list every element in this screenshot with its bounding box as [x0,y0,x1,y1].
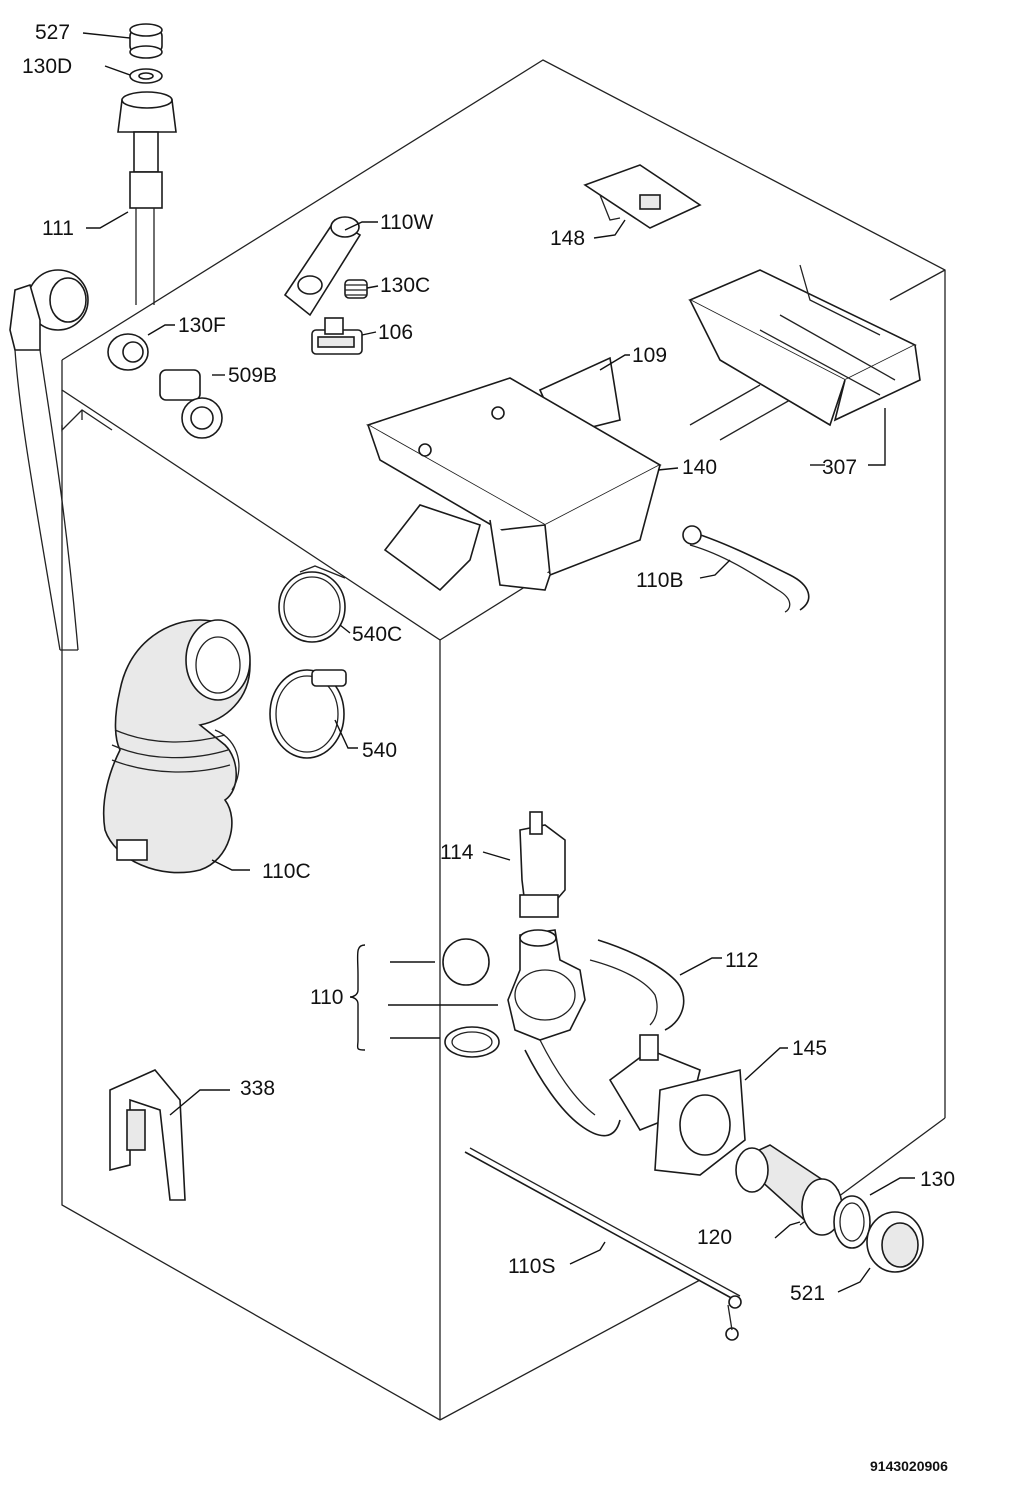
label-109: 109 [632,344,668,367]
label-140: 140 [682,456,718,479]
label-540C: 540C [352,623,403,646]
label-307: 307 [822,456,858,479]
label-114: 114 [440,841,474,864]
part-130C-spring [344,279,368,299]
cabinet-outline [61,59,946,1421]
part-110W-sleeve [283,216,362,317]
part-307-detergent-drawer [688,264,921,427]
label-110W: 110W [380,211,434,234]
part-130D-washer [129,68,163,84]
label-145: 145 [792,1037,828,1060]
part-110-group [442,929,586,1058]
part-540-clamp [269,669,347,759]
part-521-plug [866,1211,924,1273]
part-145-pump-housing [524,1034,746,1176]
label-521: 521 [790,1282,826,1305]
part-509B-connector [159,369,223,439]
label-130F: 130F [178,314,226,337]
part-140-dispenser-housing [366,377,662,592]
label-111: 111 [42,217,74,240]
part-110C-bellows [102,619,251,874]
label-112: 112 [725,949,759,972]
part-540C-clamp [278,565,346,643]
part-120-filter [735,1144,843,1236]
label-540: 540 [362,739,398,762]
part-130-seal [833,1195,871,1249]
part-112-hose [589,939,685,1031]
part-130F-seal [107,333,149,371]
part-148-flap [583,164,702,229]
part-114-air-chamber [519,811,566,918]
label-106: 106 [378,321,414,344]
label-130: 130 [920,1168,956,1191]
label-110: 110 [310,986,344,1009]
leader-lines [82,32,915,1293]
label-110B: 110B [636,569,684,592]
label-338: 338 [240,1077,276,1100]
label-148: 148 [550,227,586,250]
label-110S: 110S [508,1255,556,1278]
label-110C: 110C [262,860,311,883]
part-338-hose-guide [109,1069,186,1201]
part-111-inlet-hose [117,91,177,305]
label-130D: 130D [22,55,73,78]
label-120: 120 [697,1226,733,1249]
part-drain-hose-left [9,269,89,651]
part-527-cap-nut [129,23,163,59]
part-110S-rod [464,1147,742,1341]
label-130C: 130C [380,274,431,297]
label-527: 527 [35,21,71,44]
part-110B-hose [682,525,810,613]
label-509B: 509B [228,364,278,387]
document-number: 9143020906 [870,1458,948,1474]
part-106-valve [311,317,363,355]
